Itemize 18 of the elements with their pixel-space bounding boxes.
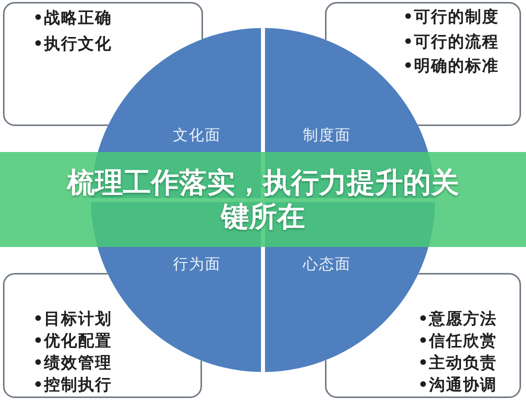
list-item: •信任欣赏 bbox=[418, 330, 498, 352]
list-item: •可行的流程 bbox=[403, 30, 500, 52]
list-item: •意愿方法 bbox=[418, 308, 498, 330]
quadrant-label: 制度面 bbox=[303, 126, 351, 143]
list-item: •可行的制度 bbox=[403, 6, 500, 28]
list-item: •优化配置 bbox=[33, 330, 112, 352]
list-item: •主动负责 bbox=[418, 352, 498, 374]
title: 梳理工作落实，执行力提升的关键所在 bbox=[65, 166, 460, 234]
list-item: •明确的标准 bbox=[403, 55, 500, 77]
quadrant-label: 行为面 bbox=[172, 256, 221, 272]
list-item: •沟通协调 bbox=[418, 374, 498, 396]
list-item: •战略正确 bbox=[33, 7, 112, 29]
list-item: •执行文化 bbox=[33, 33, 112, 55]
list-item: •绩效管理 bbox=[33, 352, 112, 374]
list-item: •目标计划 bbox=[33, 308, 112, 330]
list-item: •控制执行 bbox=[33, 374, 112, 396]
quadrant-label: 心态面 bbox=[303, 256, 351, 272]
quadrant-label: 文化面 bbox=[172, 126, 221, 143]
